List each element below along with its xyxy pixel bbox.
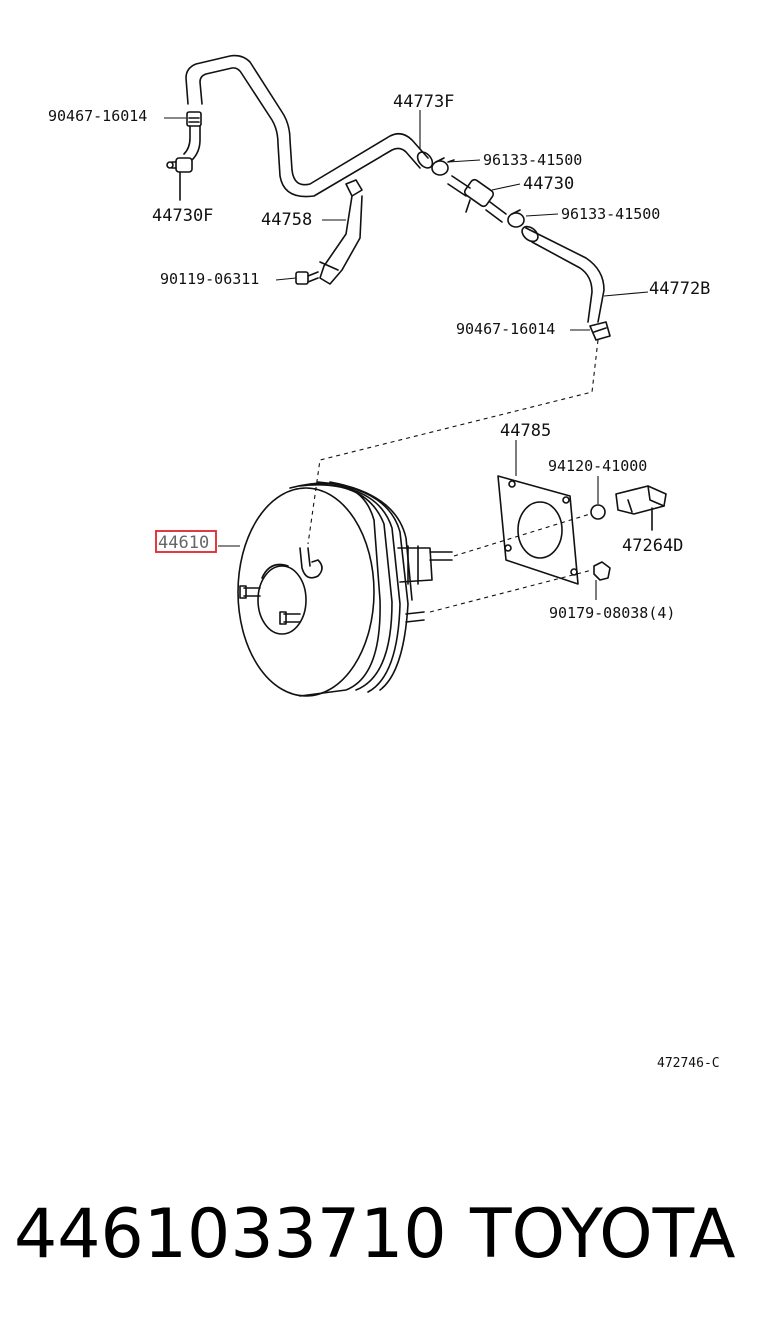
callout-90467-16014-mid: 90467-16014: [456, 320, 555, 338]
check-valve-44730: [447, 175, 507, 223]
callout-47264D: 47264D: [622, 536, 683, 556]
gasket-44785: [497, 475, 579, 585]
callout-44785: 44785: [500, 421, 551, 441]
nut-94120: [590, 504, 606, 520]
bolt-90119: [295, 271, 319, 285]
callout-44758: 44758: [261, 210, 312, 230]
callout-44610: 44610: [158, 533, 209, 553]
clip-90467-mid: [589, 321, 611, 341]
clamp-96133-mid: [507, 209, 525, 228]
callout-90467-16014-top: 90467-16014: [48, 107, 147, 125]
vacuum-hose-44772B: [521, 225, 605, 323]
drawing-code: 472746-C: [657, 1056, 720, 1071]
nut-90179: [593, 561, 611, 581]
clip-90467-top: [186, 111, 202, 127]
bracket-44758: [319, 179, 363, 285]
callout-90179-08038: 90179-08038(4): [549, 604, 675, 622]
fitting-44730F: [166, 157, 193, 201]
callout-90119-06311: 90119-06311: [160, 270, 259, 288]
callout-44773F: 44773F: [393, 92, 454, 112]
callout-94120-41000: 94120-41000: [548, 457, 647, 475]
callout-96133-41500-mid: 96133-41500: [561, 205, 660, 223]
clamp-96133-top: [431, 157, 455, 176]
leader-lines: [164, 110, 649, 600]
callout-44730: 44730: [523, 174, 574, 194]
assembly-dashed-lines: [307, 339, 599, 613]
callout-44772B: 44772B: [649, 279, 710, 299]
brake-booster-44610: [237, 481, 453, 697]
highlight-frame: [155, 530, 217, 553]
vacuum-hose-44773F: [185, 54, 434, 198]
brand-name: TOYOTA: [470, 1195, 736, 1274]
callout-96133-41500-top: 96133-41500: [483, 151, 582, 169]
callout-44730F: 44730F: [152, 206, 213, 226]
highlighted-callout-44610: 44610: [155, 530, 217, 553]
clevis-47264D: [615, 485, 667, 531]
part-number: 4461033710: [14, 1195, 447, 1274]
